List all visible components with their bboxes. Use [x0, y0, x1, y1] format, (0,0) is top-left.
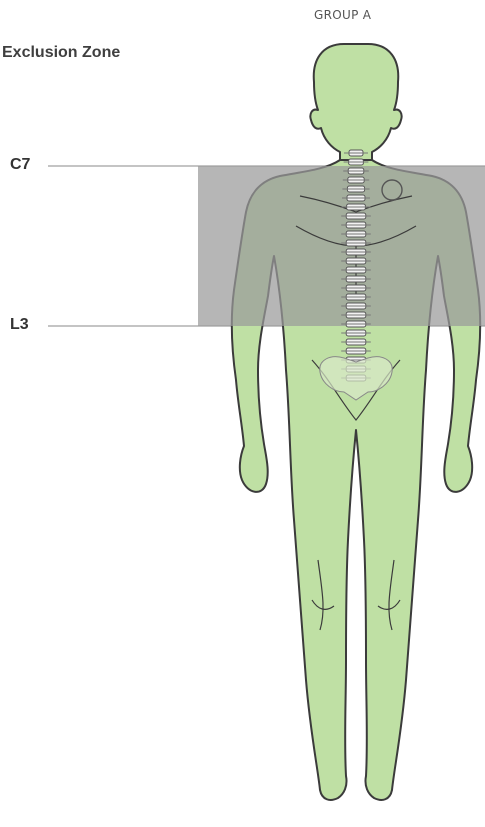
body-silhouette: [232, 44, 480, 800]
exclusion-zone-band: [198, 166, 485, 326]
